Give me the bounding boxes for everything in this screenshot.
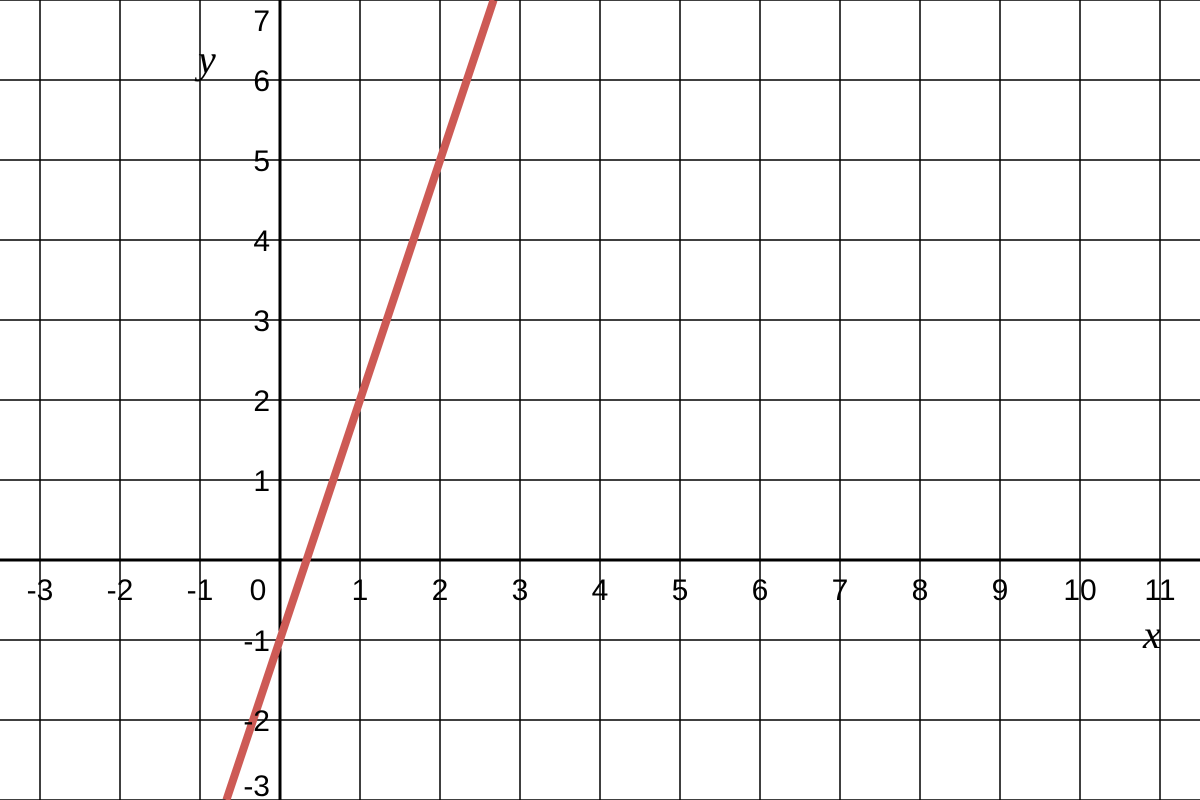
x-tick-label: 5 (672, 574, 689, 607)
y-tick-label: 6 (253, 65, 270, 98)
x-tick-label: 2 (432, 574, 449, 607)
y-tick-label: 2 (253, 385, 270, 418)
x-tick-label: 9 (992, 574, 1009, 607)
x-tick-label: -3 (27, 574, 54, 607)
y-tick-label: 3 (253, 305, 270, 338)
x-tick-label: 3 (512, 574, 529, 607)
series-layer (222, 0, 498, 800)
y-tick-label: 5 (253, 145, 270, 178)
y-tick-label: -3 (243, 770, 270, 800)
x-tick-label: -1 (187, 574, 214, 607)
x-tick-label: 4 (592, 574, 609, 607)
x-tick-label: 10 (1063, 574, 1096, 607)
x-tick-label: -2 (107, 574, 134, 607)
y-axis-label: y (194, 37, 216, 82)
series-line-0 (222, 0, 498, 800)
y-tick-label: 1 (253, 465, 270, 498)
x-tick-label: 7 (832, 574, 849, 607)
x-tick-label: 6 (752, 574, 769, 607)
tick-labels: -3 -2 -1 0 1 2 3 4 5 6 7 8 9 10 11 -3 -2 -1 1 2 3 4 5 6 7 (27, 5, 1176, 800)
x-tick-label: 8 (912, 574, 929, 607)
x-tick-label: 11 (1144, 574, 1175, 607)
y-tick-label: 7 (253, 5, 270, 38)
y-tick-label: -1 (243, 625, 270, 658)
x-tick-label: 0 (250, 574, 267, 607)
y-tick-label: -2 (243, 705, 270, 738)
y-tick-label: 4 (253, 225, 270, 258)
x-axis-label: x (1142, 612, 1161, 657)
x-tick-label: 1 (352, 574, 369, 607)
